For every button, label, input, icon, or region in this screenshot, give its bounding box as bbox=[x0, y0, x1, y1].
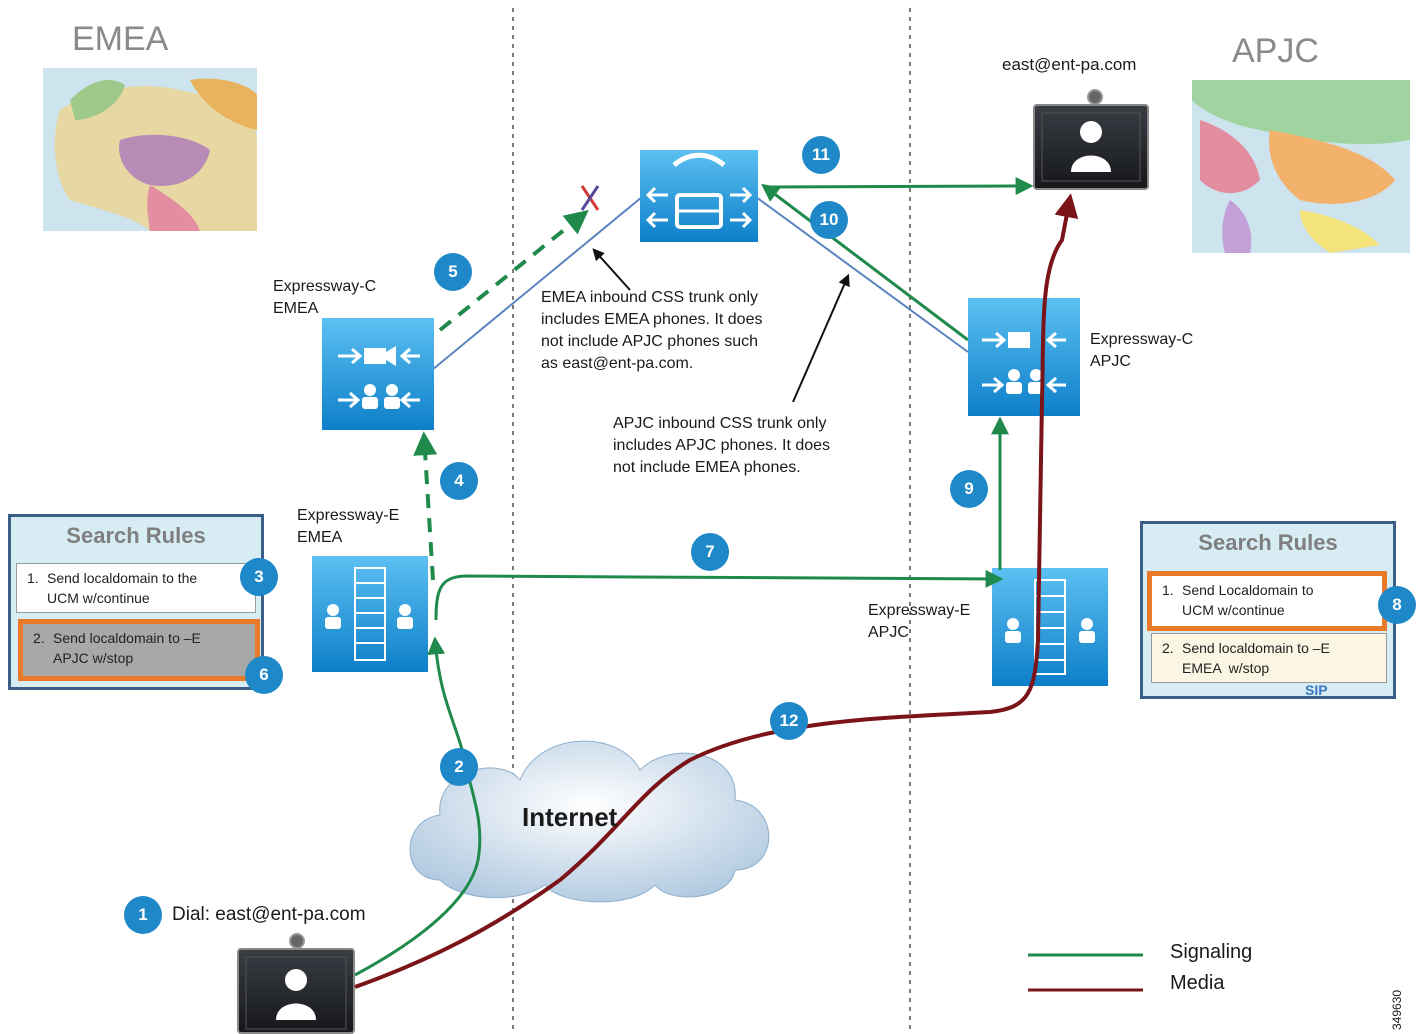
step-badge-2: 2 bbox=[440, 748, 478, 786]
search-rules-footer: SIP bbox=[1305, 682, 1328, 698]
label-expressway-e-apjc: Expressway-E APJC bbox=[868, 602, 971, 641]
callout-pointer-apjc bbox=[792, 273, 850, 403]
signal-path-7 bbox=[434, 569, 1004, 621]
step-badge-7: 7 bbox=[691, 533, 729, 571]
ucm-router-icon bbox=[640, 150, 758, 242]
label-expressway-e-emea: Expressway-E EMEA bbox=[297, 507, 400, 546]
expressway-c-apjc-icon bbox=[968, 298, 1080, 416]
step-badge-1: 1 bbox=[124, 896, 162, 934]
note-apjc-css: APJC inbound CSS trunk only includes APJ… bbox=[613, 415, 831, 476]
endpoint-apjc-icon bbox=[1033, 89, 1149, 190]
label-expressway-c-emea: Expressway-C EMEA bbox=[273, 278, 377, 317]
search-rules-title: Search Rules bbox=[66, 523, 206, 548]
endpoint-emea-icon bbox=[237, 933, 355, 1034]
region-label-emea: EMEA bbox=[72, 20, 169, 58]
search-rules-title: Search Rules bbox=[1198, 530, 1338, 555]
search-rule-emea-2: 2. Send localdomain to –E APJC w/stop bbox=[18, 619, 260, 681]
signal-path-4 bbox=[413, 431, 438, 581]
rule-text: Send localdomain to –E APJC w/stop bbox=[53, 630, 201, 666]
label-dial: Dial: east@ent-pa.com bbox=[172, 904, 366, 925]
signal-path-10 bbox=[761, 183, 969, 342]
search-rule-apjc-1: 1. Send Localdomain to UCM w/continue bbox=[1147, 571, 1387, 631]
search-rule-apjc-2: 2. Send localdomain to –E EMEA w/stop bbox=[1151, 633, 1387, 683]
rule-number: 1. bbox=[27, 570, 39, 586]
search-rule-emea-1: 1. Send localdomain to the UCM w/continu… bbox=[16, 563, 256, 613]
step-badge-10: 10 bbox=[810, 201, 848, 239]
rule-text: Send localdomain to –E EMEA w/stop bbox=[1182, 640, 1330, 676]
step-badge-8: 8 bbox=[1378, 586, 1416, 624]
label-callee: east@ent-pa.com bbox=[1002, 55, 1137, 74]
figure-number: 349630 bbox=[1390, 989, 1404, 1030]
rule-number: 2. bbox=[33, 630, 45, 646]
step-badge-6: 6 bbox=[245, 656, 283, 694]
note-emea-css: EMEA inbound CSS trunk only includes EME… bbox=[541, 289, 763, 372]
rule-text: Send Localdomain to UCM w/continue bbox=[1182, 582, 1314, 618]
expressway-e-apjc-icon bbox=[992, 568, 1108, 686]
step-badge-3: 3 bbox=[240, 558, 278, 596]
step-badge-12: 12 bbox=[770, 702, 808, 740]
legend-media-label: Media bbox=[1170, 972, 1225, 994]
signal-path-1-2 bbox=[354, 636, 482, 977]
label-internet: Internet bbox=[522, 802, 618, 832]
apjc-map bbox=[1192, 80, 1410, 253]
signal-path-5 bbox=[438, 209, 589, 332]
rule-text: Send localdomain to the UCM w/continue bbox=[47, 570, 198, 606]
expressway-c-emea-icon bbox=[322, 318, 434, 430]
step-badge-11: 11 bbox=[802, 136, 840, 174]
region-label-apjc: APJC bbox=[1232, 32, 1319, 70]
rule-number: 2. bbox=[1162, 640, 1174, 656]
blocked-x-icon bbox=[580, 185, 600, 211]
legend-signaling-label: Signaling bbox=[1170, 941, 1253, 963]
step-badge-9: 9 bbox=[950, 470, 988, 508]
emea-map bbox=[43, 68, 257, 231]
expressway-e-emea-icon bbox=[312, 556, 428, 672]
trunk-emea bbox=[431, 196, 643, 371]
step-badge-4: 4 bbox=[440, 462, 478, 500]
label-expressway-c-apjc: Expressway-C APJC bbox=[1090, 331, 1194, 370]
trunk-apjc bbox=[755, 196, 969, 353]
signal-path-11 bbox=[767, 177, 1034, 196]
step-badge-5: 5 bbox=[434, 253, 472, 291]
callout-pointer-emea bbox=[592, 248, 631, 291]
rule-number: 1. bbox=[1162, 582, 1174, 598]
